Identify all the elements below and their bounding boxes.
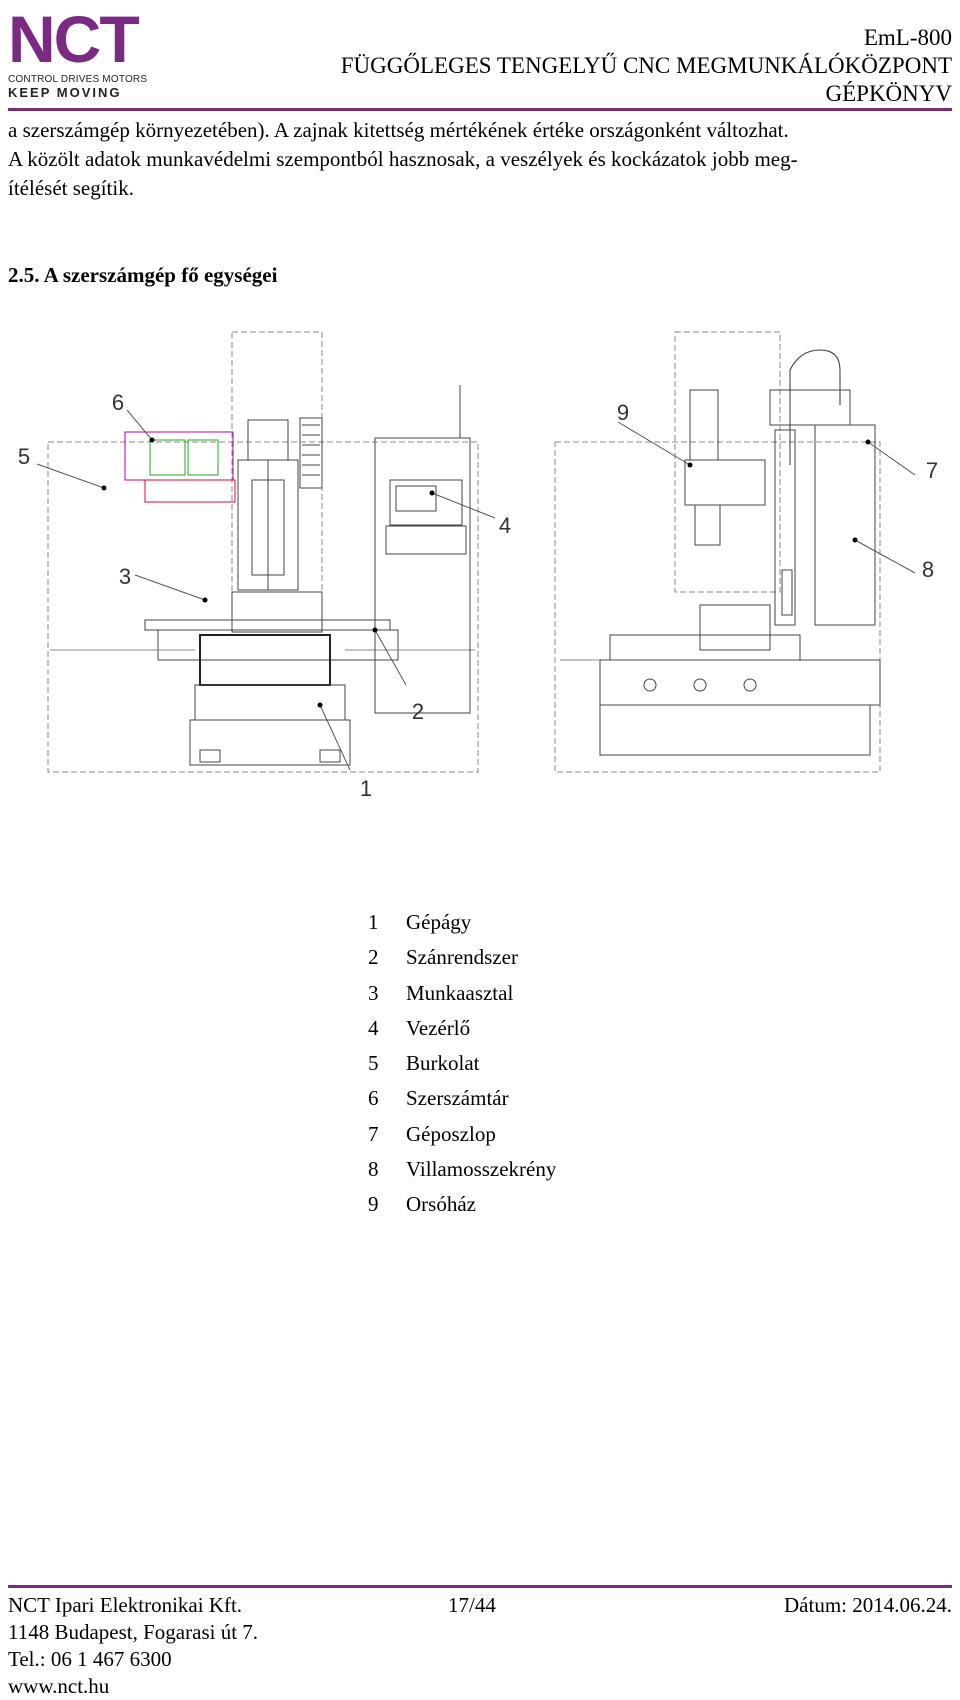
- legend-number: 7: [368, 1121, 379, 1146]
- legend-row: 7 Géposzlop: [368, 1117, 556, 1152]
- parts-legend: 1 Gépágy 2 Szánrendszer 3 Munkaasztal 4 Vezé…: [368, 905, 556, 1223]
- legend-row: 9 Orsóház: [368, 1187, 556, 1222]
- callout-3: 3: [119, 564, 131, 589]
- intro-paragraph: a szerszámgép környezetében). A zajnak k…: [8, 116, 958, 203]
- machine-drawing: 1 2 3 4 5 6 7 8 9: [18, 331, 938, 801]
- logo-tagline-1: CONTROL DRIVES MOTORS: [8, 74, 148, 85]
- legend-number: 5: [368, 1051, 379, 1076]
- legend-number: 1: [368, 910, 379, 934]
- page-footer: NCT Ipari Elektronikai Kft. 17/44 Dátum:…: [8, 1592, 952, 1700]
- callout-leaders: [36, 409, 916, 771]
- legend-number: 9: [368, 1192, 379, 1217]
- company-website[interactable]: www.nct.hu: [8, 1674, 110, 1698]
- callout-labels: 1 2 3 4 5 6 7 8 9: [18, 390, 938, 801]
- legend-row: 8 Villamosszekrény: [368, 1152, 556, 1187]
- nct-logo: NCT CONTROL DRIVES MOTORS KEEP MOVING: [8, 2, 148, 100]
- model-name: EmL-800: [863, 25, 952, 50]
- legend-row: 4 Vezérlő: [368, 1011, 556, 1046]
- legend-label: Vezérlő: [406, 1015, 471, 1040]
- legend-label: Munkaasztal: [406, 980, 514, 1005]
- legend-label: Szerszámtár: [406, 1086, 509, 1111]
- logo-tagline-2: KEEP MOVING: [8, 85, 122, 100]
- company-name: NCT Ipari Elektronikai Kft.: [8, 1593, 243, 1617]
- callout-dots: [101, 437, 871, 708]
- intro-line: ítélését segítik.: [8, 176, 134, 200]
- section-heading: 2.5. A szerszámgép fő egységei: [8, 263, 278, 287]
- callout-6: 6: [112, 390, 124, 415]
- footer-divider: [8, 1585, 952, 1588]
- legend-label: Géposzlop: [406, 1121, 496, 1146]
- callout-5: 5: [18, 444, 30, 469]
- intro-line: A közölt adatok munkavédelmi szempontból…: [8, 147, 798, 171]
- control-panel-view: [374, 385, 471, 714]
- document-header: EmL-800 FÜGGŐLEGES TENGELYŰ CNC MEGMUNKÁ…: [341, 24, 952, 108]
- legend-row: 2 Szánrendszer: [368, 940, 556, 975]
- side-view: [554, 331, 881, 773]
- legend-label: Villamosszekrény: [406, 1157, 557, 1182]
- callout-1: 1: [360, 776, 372, 801]
- callout-8: 8: [922, 557, 934, 582]
- logo-wordmark: NCT: [8, 2, 140, 76]
- callout-7: 7: [926, 458, 938, 483]
- legend-row: 1 Gépágy: [368, 905, 556, 940]
- legend-label: Burkolat: [406, 1051, 480, 1076]
- legend-label: Gépágy: [406, 910, 472, 934]
- company-address: 1148 Budapest, Fogarasi út 7.: [8, 1620, 259, 1644]
- page-number: 17/44: [448, 1593, 496, 1617]
- callout-4: 4: [499, 513, 511, 538]
- legend-row: 3 Munkaasztal: [368, 976, 556, 1011]
- legend-number: 4: [368, 1015, 379, 1040]
- document-subtitle: GÉPKÖNYV: [825, 81, 953, 106]
- legend-row: 5 Burkolat: [368, 1046, 556, 1081]
- header-divider: [8, 108, 952, 111]
- legend-row: 6 Szerszámtár: [368, 1081, 556, 1116]
- front-view: [47, 331, 479, 773]
- legend-number: 3: [368, 980, 379, 1005]
- legend-label: Orsóház: [406, 1192, 476, 1217]
- legend-number: 2: [368, 945, 379, 970]
- legend-label: Szánrendszer: [406, 945, 518, 970]
- legend-number: 8: [368, 1157, 379, 1182]
- document-title: FÜGGŐLEGES TENGELYŰ CNC MEGMUNKÁLÓKÖZPON…: [340, 53, 952, 78]
- intro-line: a szerszámgép környezetében). A zajnak k…: [8, 118, 789, 142]
- company-phone: Tel.: 06 1 467 6300: [8, 1647, 172, 1671]
- document-date: Dátum: 2014.06.24.: [784, 1593, 952, 1617]
- callout-2: 2: [412, 699, 424, 724]
- callout-9: 9: [617, 400, 629, 425]
- legend-number: 6: [368, 1086, 379, 1111]
